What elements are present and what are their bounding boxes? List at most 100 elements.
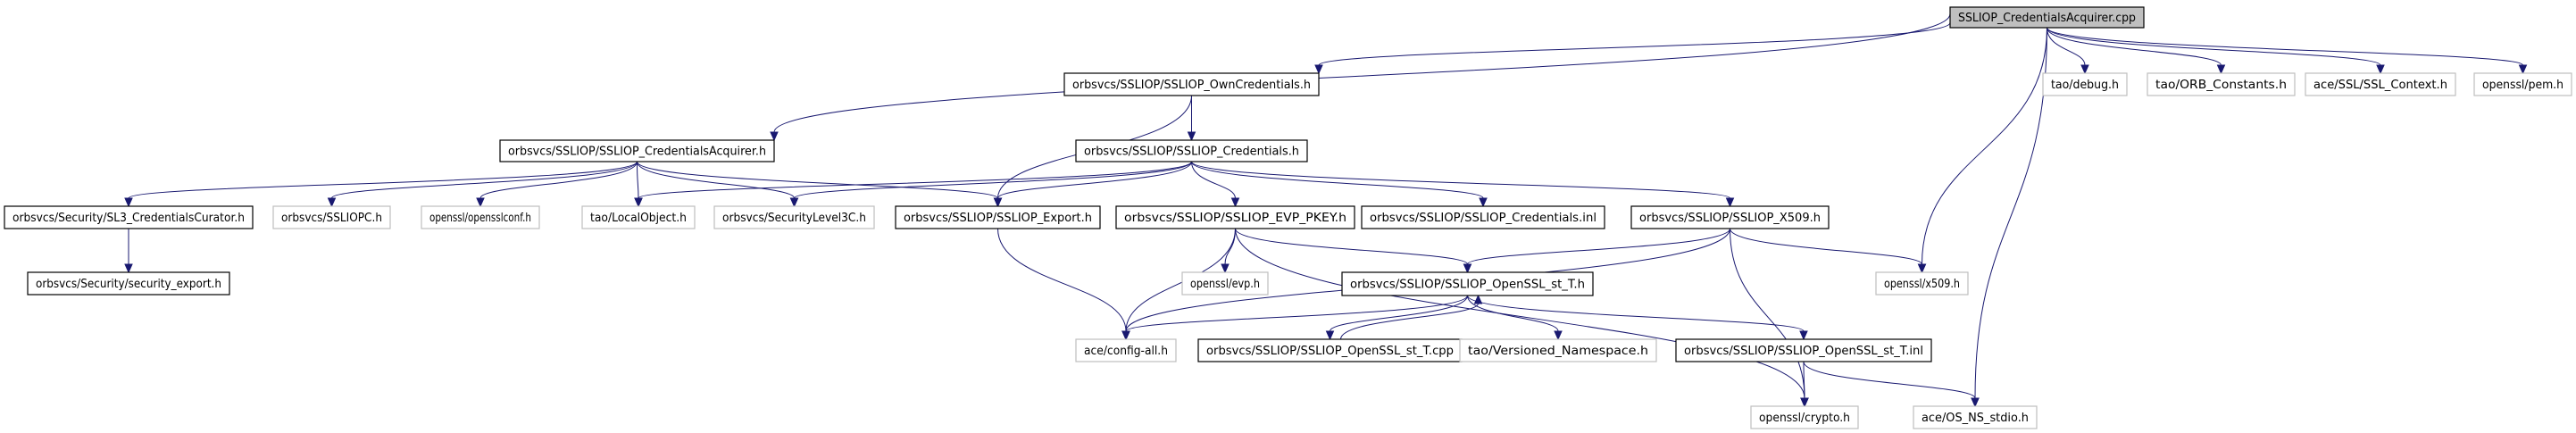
arrowhead-icon	[1187, 131, 1196, 142]
node-orbsvcs-ssliop-ssliop-owncredentials-h[interactable]: orbsvcs/SSLIOP/SSLIOP_OwnCredentials.h	[1063, 72, 1320, 96]
edge-line	[1467, 295, 1805, 332]
edge-line	[1125, 295, 1468, 332]
node-label: orbsvcs/Security/security_export.h	[36, 278, 221, 291]
node-box	[1949, 6, 2145, 29]
node-orbsvcs-ssliop-ssliop-openssl-st-t-cpp[interactable]: orbsvcs/SSLIOP/SSLIOP_OpenSSL_st_T.cpp	[1197, 338, 1463, 362]
node-openssl-x509-h: openssl/x509.h	[1875, 271, 1969, 296]
node-label: tao/LocalObject.h	[590, 212, 687, 225]
edge-cred-to-credinl	[1191, 161, 1488, 208]
node-orbsvcs-ssliop-ssliop-export-h[interactable]: orbsvcs/SSLIOP/SSLIOP_Export.h	[895, 205, 1101, 229]
node-ace-config-all-h: ace/config-all.h	[1075, 338, 1177, 362]
edge-line	[638, 161, 1192, 199]
node-label: orbsvcs/SSLIOP/SSLIOP_OwnCredentials.h	[1072, 79, 1311, 92]
node-box	[2305, 72, 2456, 96]
node-orbsvcs-ssliop-ssliop-openssl-st-t-h[interactable]: orbsvcs/SSLIOP/SSLIOP_OpenSSL_st_T.h	[1341, 271, 1594, 296]
node-box	[2147, 72, 2296, 96]
node-orbsvcs-ssliop-ssliop-credentialsacquirer-h[interactable]: orbsvcs/SSLIOP/SSLIOP_CredentialsAcquire…	[499, 139, 775, 162]
node-box	[1459, 338, 1657, 362]
node-box	[421, 205, 540, 229]
node-label: openssl/crypto.h	[1759, 412, 1850, 425]
node-label: openssl/x509.h	[1884, 278, 1960, 291]
arrowhead-icon	[1800, 397, 1809, 408]
arrowhead-icon	[1725, 197, 1735, 208]
edge-line	[1330, 295, 1468, 332]
edge-line	[128, 161, 638, 199]
node-orbsvcs-ssliop-ssliop-x509-h[interactable]: orbsvcs/SSLIOP/SSLIOP_X509.h	[1630, 205, 1830, 229]
edge-root-to-own	[1314, 22, 1951, 75]
node-orbsvcs-security-security-export-h[interactable]: orbsvcs/Security/security_export.h	[27, 271, 230, 296]
edge-root-to-sslctx	[2047, 27, 2385, 75]
node-label: ace/OS_NS_stdio.h	[1922, 412, 2029, 425]
edge-line	[331, 161, 638, 199]
arrowhead-icon	[1463, 263, 1472, 274]
edge-line	[1318, 22, 1951, 66]
edge-stt-to-vns	[1467, 295, 1563, 341]
arrowhead-icon	[1314, 64, 1323, 75]
edge-line	[1467, 228, 1730, 265]
node-orbsvcs-ssliop-ssliop-openssl-st-t-inl[interactable]: orbsvcs/SSLIOP/SSLIOP_OpenSSL_st_T.inl	[1675, 338, 1932, 362]
node-box	[1875, 271, 1969, 296]
edges-layer	[124, 13, 2528, 408]
arrowhead-icon	[327, 197, 337, 208]
edge-stt-to-config	[1121, 295, 1468, 341]
node-ssliop-credentialsacquirer-cpp[interactable]: SSLIOP_CredentialsAcquirer.cpp	[1949, 6, 2145, 29]
arrowhead-icon	[124, 263, 133, 274]
node-box	[1063, 72, 1320, 96]
node-orbsvcs-ssliop-ssliop-credentials-h[interactable]: orbsvcs/SSLIOP/SSLIOP_Credentials.h	[1075, 139, 1308, 162]
arrowhead-icon	[634, 197, 643, 208]
arrowhead-icon	[1221, 263, 1230, 274]
node-label: orbsvcs/SSLIOP/SSLIOP_OpenSSL_st_T.inl	[1684, 345, 1923, 358]
node-openssl-pem-h: openssl/pem.h	[2473, 72, 2572, 96]
node-label: orbsvcs/SSLIOP/SSLIOP_Credentials.h	[1084, 146, 1299, 159]
arrowhead-icon	[124, 197, 133, 208]
node-ace-os-ns-stdio-h: ace/OS_NS_stdio.h	[1913, 405, 2038, 429]
node-box	[1075, 139, 1308, 162]
arrowhead-icon	[1325, 330, 1335, 341]
edge-line	[1730, 228, 1922, 265]
node-label: orbsvcs/SSLIOP/SSLIOP_OpenSSL_st_T.h	[1350, 279, 1585, 292]
edge-line	[1922, 27, 2047, 265]
node-label: orbsvcs/Security/SL3_CredentialsCurator.…	[13, 212, 245, 225]
edge-root-to-orbc	[2047, 27, 2226, 75]
node-box	[581, 205, 696, 229]
edge-line	[1191, 161, 1236, 199]
edge-line	[2047, 27, 2523, 66]
node-label: ace/config-all.h	[1084, 345, 1168, 358]
arrowhead-icon	[1554, 330, 1563, 341]
edge-own-to-cred	[1187, 96, 1196, 142]
edge-line	[1803, 361, 1976, 399]
node-tao-localobject-h: tao/LocalObject.h	[581, 205, 696, 229]
node-label: openssl/evp.h	[1190, 278, 1260, 291]
node-tao-versioned-namespace-h: tao/Versioned_Namespace.h	[1459, 338, 1657, 362]
node-label: orbsvcs/SSLIOPC.h	[281, 212, 382, 225]
node-orbsvcs-ssliop-ssliop-credentials-inl[interactable]: orbsvcs/SSLIOP/SSLIOP_Credentials.inl	[1361, 205, 1605, 229]
node-openssl-opensslconf-h: openssl/opensslconf.h	[421, 205, 540, 229]
edge-sttinl-to-stdio	[1803, 361, 1980, 408]
node-label: openssl/pem.h	[2482, 79, 2563, 92]
arrowhead-icon	[2216, 64, 2226, 75]
node-label: ace/SSL/SSL_Context.h	[2313, 79, 2447, 92]
edge-x509-to-osslx509	[1730, 228, 1927, 274]
edge-line	[1235, 228, 1805, 399]
edge-export-to-config	[997, 228, 1130, 341]
arrowhead-icon	[1121, 330, 1130, 341]
edge-root-to-osslx509	[1917, 27, 2047, 274]
node-box	[1181, 271, 1269, 296]
node-box	[272, 205, 391, 229]
node-box	[499, 139, 775, 162]
node-box	[895, 205, 1101, 229]
node-orbsvcs-security-sl3-credentialscurator-h[interactable]: orbsvcs/Security/SL3_CredentialsCurator.…	[4, 205, 254, 229]
node-openssl-evp-h: openssl/evp.h	[1181, 271, 1269, 296]
edge-line	[2047, 27, 2381, 66]
edge-line	[637, 161, 795, 199]
edge-line	[479, 161, 638, 199]
node-orbsvcs-ssliopc-h: orbsvcs/SSLIOPC.h	[272, 205, 391, 229]
edge-cred-to-sl3c	[789, 161, 1192, 208]
edge-line	[1191, 161, 1484, 199]
node-openssl-crypto-h: openssl/crypto.h	[1750, 405, 1859, 429]
arrowhead-icon	[2518, 64, 2528, 75]
node-box	[2042, 72, 2128, 96]
edge-cred-to-evp	[1191, 161, 1240, 208]
node-orbsvcs-ssliop-ssliop-evp-pkey-h[interactable]: orbsvcs/SSLIOP/SSLIOP_EVP_PKEY.h	[1115, 205, 1355, 229]
